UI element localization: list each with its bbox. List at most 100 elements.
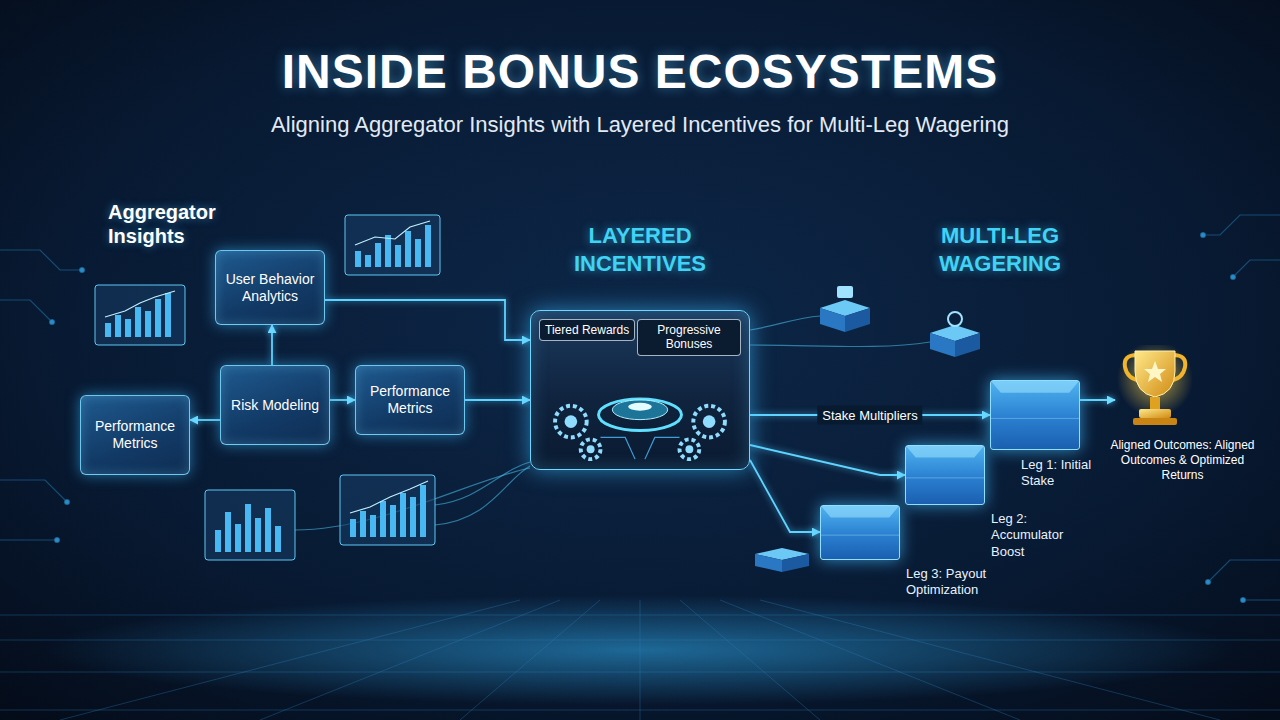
insight-box: Risk Modeling bbox=[220, 365, 330, 445]
bar-chart bbox=[265, 508, 271, 552]
circuit-traces bbox=[1235, 260, 1280, 275]
bar-chart bbox=[410, 497, 416, 537]
trophy-icon bbox=[1117, 345, 1193, 425]
mini-block bbox=[820, 286, 870, 332]
mini-block bbox=[955, 333, 980, 357]
bar-chart bbox=[345, 215, 440, 275]
edge-label: Stake Multipliers bbox=[817, 406, 922, 425]
data-streams bbox=[750, 342, 930, 347]
mini-block bbox=[755, 554, 782, 572]
bar-chart bbox=[215, 530, 221, 552]
data-streams bbox=[435, 466, 530, 525]
block-art bbox=[821, 506, 899, 518]
bar-chart bbox=[355, 221, 430, 245]
bar-chart bbox=[125, 319, 131, 337]
bar-chart bbox=[235, 524, 241, 552]
mini-block bbox=[930, 333, 955, 357]
floor-grid bbox=[680, 600, 820, 720]
insight-box: Performance Metrics bbox=[355, 365, 465, 435]
bar-chart bbox=[115, 315, 121, 337]
floor-grid bbox=[720, 600, 1020, 720]
bar-chart bbox=[95, 285, 185, 345]
bar-chart bbox=[370, 515, 376, 537]
block-art bbox=[821, 535, 899, 536]
circuit-traces bbox=[0, 539, 55, 540]
trophy-icon bbox=[1117, 345, 1193, 417]
mini-block bbox=[845, 308, 870, 332]
group-heading: Aggregator Insights bbox=[108, 200, 258, 248]
circuit-traces bbox=[1201, 233, 1206, 238]
node-caption: Aligned Outcomes: Aligned Outcomes & Opt… bbox=[1105, 438, 1260, 483]
trophy-icon bbox=[1115, 345, 1195, 430]
flow-connector bbox=[330, 399, 355, 401]
node-caption: Leg 3: Payout Optimization bbox=[906, 566, 1001, 599]
engine-art bbox=[555, 399, 725, 459]
floor-grid bbox=[60, 600, 520, 720]
circuit-traces bbox=[0, 250, 80, 270]
mini-block bbox=[837, 286, 853, 298]
box-label: Performance Metrics bbox=[364, 383, 456, 417]
leg-block: Leg 3: Payout Optimization bbox=[820, 505, 900, 560]
bar-chart bbox=[345, 215, 440, 275]
data-streams bbox=[435, 462, 530, 505]
bar-chart bbox=[105, 293, 171, 337]
circuit-traces bbox=[1245, 599, 1280, 600]
flow-connector bbox=[750, 414, 990, 416]
block-art bbox=[906, 446, 984, 458]
block-art bbox=[991, 381, 1079, 449]
trophy-icon bbox=[1139, 409, 1171, 418]
flow-connector bbox=[271, 325, 273, 365]
section-heading: LAYERED INCENTIVES bbox=[540, 222, 740, 277]
insight-box: Performance Metrics bbox=[80, 395, 190, 475]
flow-connector bbox=[1080, 399, 1115, 401]
bar-chart bbox=[105, 323, 111, 337]
bar-chart bbox=[105, 291, 175, 317]
circuit-traces bbox=[50, 320, 55, 325]
engine-art bbox=[555, 406, 587, 438]
block-art bbox=[991, 381, 1079, 393]
circuit-traces bbox=[0, 300, 50, 320]
engine-art bbox=[693, 406, 725, 438]
bar-chart bbox=[375, 243, 381, 267]
floor-grid bbox=[760, 600, 1220, 720]
trophy-icon bbox=[1133, 418, 1177, 425]
bar-chart bbox=[385, 235, 391, 267]
bar-chart bbox=[145, 311, 151, 337]
mini-block bbox=[755, 548, 809, 572]
flow-connector bbox=[190, 419, 220, 421]
mini-block bbox=[948, 312, 962, 326]
mini-block bbox=[820, 308, 845, 332]
bar-chart bbox=[425, 225, 431, 267]
flow-connector bbox=[465, 399, 530, 401]
bar-chart bbox=[340, 475, 435, 545]
trophy-icon bbox=[1144, 361, 1166, 382]
bar-chart bbox=[255, 518, 261, 552]
bar-chart bbox=[365, 255, 371, 267]
bar-chart bbox=[275, 526, 281, 552]
circuit-traces bbox=[55, 538, 60, 543]
bar-chart bbox=[225, 512, 231, 552]
bar-chart bbox=[405, 231, 411, 267]
bar-chart bbox=[340, 475, 435, 545]
engine-art bbox=[581, 439, 601, 459]
flow-connector bbox=[750, 460, 820, 532]
bar-chart bbox=[390, 505, 396, 537]
box-label: User Behavior Analytics bbox=[224, 271, 316, 305]
engine-art bbox=[612, 400, 667, 420]
bar-chart bbox=[350, 485, 426, 537]
engine-art bbox=[587, 445, 595, 453]
bar-chart bbox=[380, 501, 386, 537]
bar-chart bbox=[350, 481, 428, 513]
bar-chart bbox=[400, 493, 406, 537]
bar-chart bbox=[245, 504, 251, 552]
section-heading: MULTI-LEG WAGERING bbox=[900, 222, 1100, 277]
node-caption: Leg 1: Initial Stake bbox=[1021, 457, 1106, 490]
circuit-traces bbox=[0, 215, 1280, 603]
reward-tag: Tiered Rewards bbox=[539, 319, 635, 341]
bar-chart bbox=[165, 293, 171, 337]
circuit-traces bbox=[80, 268, 85, 273]
bar-chart bbox=[355, 251, 361, 267]
